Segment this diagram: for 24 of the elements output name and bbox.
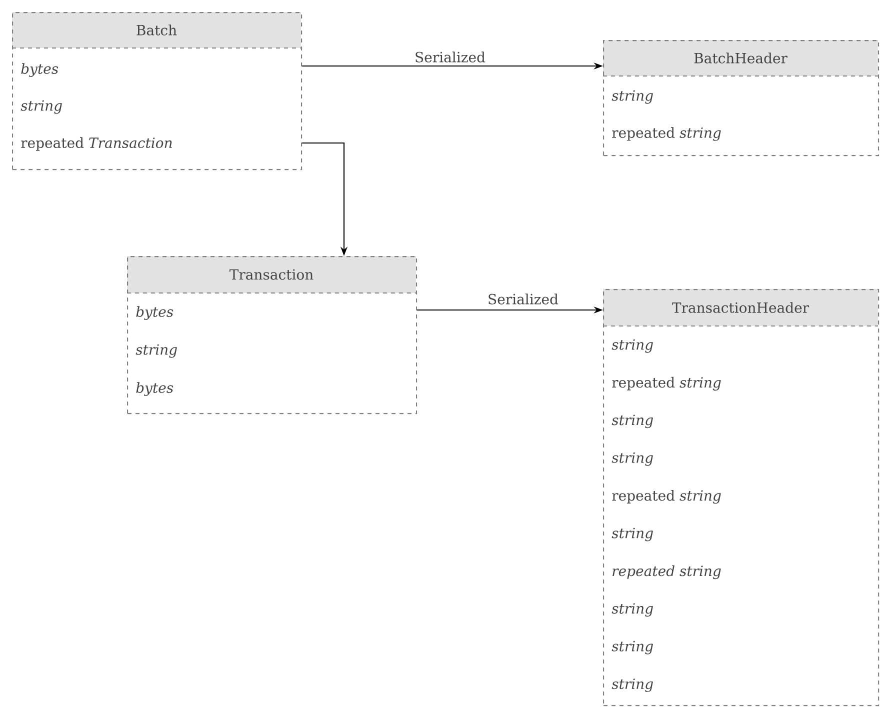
field-label: string xyxy=(612,603,653,617)
class-name: BatchHeader xyxy=(694,52,788,64)
field-label: string xyxy=(612,452,653,466)
field-label: repeated string xyxy=(612,565,721,580)
field-label: repeated string xyxy=(612,490,721,504)
field-label: bytes xyxy=(136,382,174,396)
class-name: Transaction xyxy=(230,269,314,280)
edge-label: Serialized xyxy=(416,52,486,62)
class-name: TransactionHeader xyxy=(672,302,810,313)
field-label: string xyxy=(612,528,653,542)
field-label: string xyxy=(612,640,653,654)
class-name: Batch xyxy=(136,24,177,36)
field-label: repeated string xyxy=(612,127,721,141)
field-label: string xyxy=(612,90,653,104)
field-label: string xyxy=(612,414,653,428)
field-label: repeated Transaction xyxy=(21,137,172,151)
field-label: bytes xyxy=(21,63,58,77)
field-label: string xyxy=(136,344,177,358)
field-label: string xyxy=(612,678,653,692)
edge-label: Serialized xyxy=(488,294,558,304)
field-label: string xyxy=(612,339,653,353)
field-label: repeated string xyxy=(612,376,721,391)
field-label: bytes xyxy=(136,306,174,320)
field-label: string xyxy=(20,100,62,114)
